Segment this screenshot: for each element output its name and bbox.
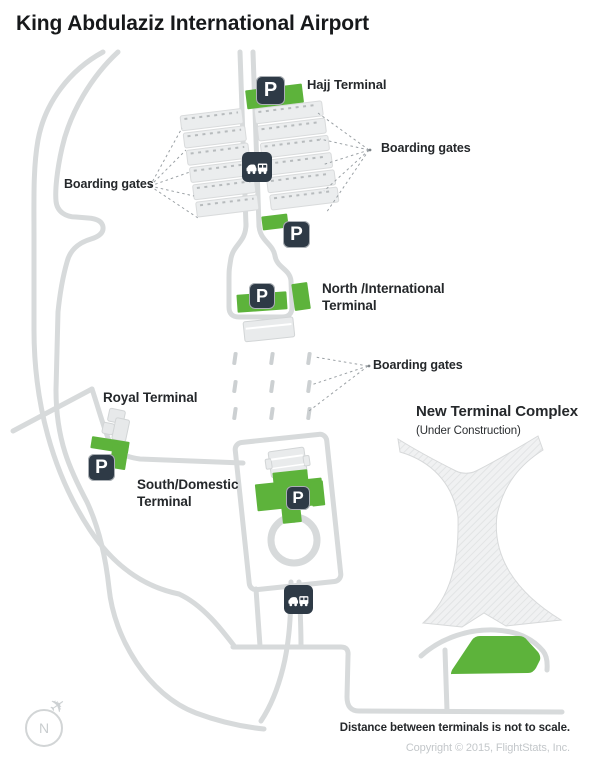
bus-icon-south [284,585,313,614]
leader-lines [149,112,370,412]
leaders-boarding-west [149,127,199,219]
road-north-terminal-loop [226,221,295,320]
page-title: King Abdulaziz International Airport [16,12,370,35]
leaders-boarding-mid [308,356,369,412]
label-south-terminal: South/Domestic Terminal [137,477,238,511]
road-bottom [230,644,565,715]
leader-dots [149,148,372,368]
label-south-terminal-line1: South/Domestic [137,477,239,492]
parking-icon-north: P [249,283,275,309]
road-hajj-right [250,49,262,229]
label-boarding-gates-mid: Boarding gates [373,358,463,372]
label-scale-disclaimer: Distance between terminals is not to sca… [339,722,570,734]
label-north-terminal-line1: North /International [322,281,445,296]
parking-icon-hajj: P [256,76,285,105]
road-loop-corner-stem [253,586,263,649]
compass: N ✈ [25,692,71,747]
label-boarding-gates-east: Boarding gates [381,141,471,155]
parking-new-terminal [451,636,541,675]
bus-icon-glyph [288,596,309,607]
north-terminal-building [242,316,296,343]
label-copyright: Copyright © 2015, FlightStats, Inc. [405,742,570,754]
road-roundabout [267,513,321,567]
label-north-terminal-line2: Terminal [322,297,377,313]
gate-stand-marks [232,351,312,421]
label-boarding-gates-west: Boarding gates [64,177,154,191]
parking-icon-hajj-south: P [283,221,310,248]
label-south-terminal-line2: Terminal [137,493,192,509]
bus-icon-hajj [242,152,272,182]
hajj-building-west [179,108,260,218]
compass-circle [25,709,63,747]
label-under-construction: (Under Construction) [416,425,521,437]
label-new-terminal-complex: New Terminal Complex [416,403,578,420]
label-hajj-terminal: Hajj Terminal [307,77,387,92]
bus-icon-glyph [246,163,268,174]
leaders-boarding-east [317,112,370,214]
parking-icon-royal: P [88,454,115,481]
new-terminal-complex-building [397,435,563,628]
road-newterminal-arc [418,627,550,673]
parking-icon-south: P [286,486,310,510]
parking-hajj-south [261,213,289,231]
parking-south-right [309,480,326,507]
parking-north-right [291,282,311,311]
label-royal-terminal: Royal Terminal [103,390,198,405]
road-newterminal-stem [442,647,450,714]
label-north-terminal: North /International Terminal [322,281,445,315]
road-inner-loop [53,49,267,732]
road-diagonal-west [10,386,95,434]
south-terminal-building [264,446,311,478]
compass-n-label: N [39,720,49,736]
parking-areas [90,83,541,675]
parking-south-top [272,469,309,488]
